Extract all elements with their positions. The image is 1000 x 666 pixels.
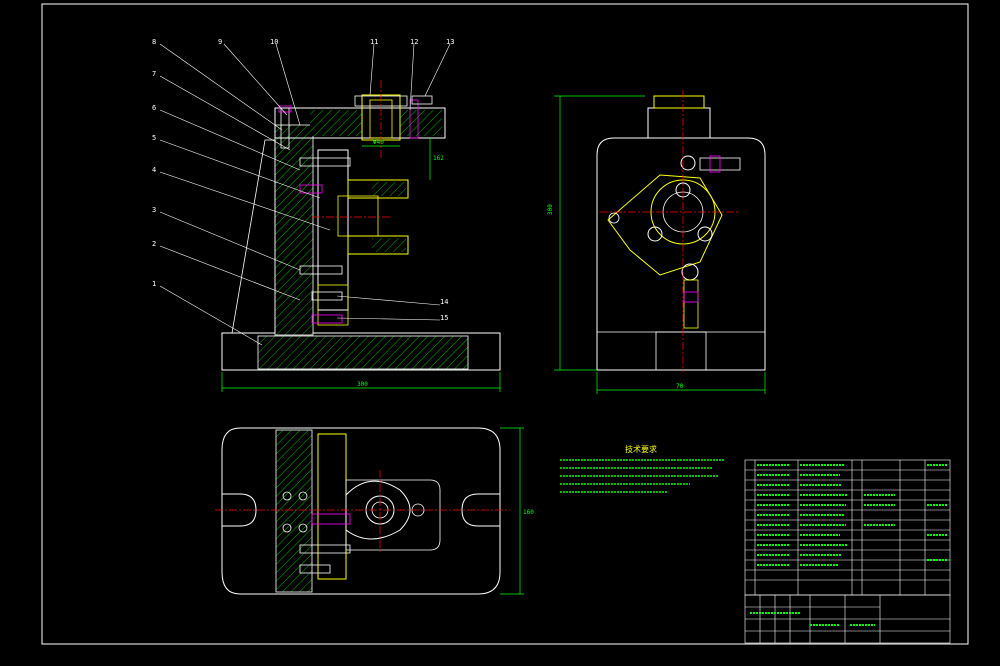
top-slot-left	[222, 493, 257, 527]
screw-13-head	[411, 95, 433, 105]
part-balloons: 8 9 10 11 12 13 7 6 5 4 3 2 1 14 15	[152, 38, 454, 322]
side-lower-nut	[683, 291, 699, 303]
upper-locator-hatch	[372, 182, 406, 196]
top-slot-right	[461, 493, 500, 527]
top-fixture	[345, 480, 411, 540]
workpiece-body	[337, 195, 379, 237]
top-plate	[345, 479, 441, 551]
front-top-hatch-left	[310, 110, 362, 136]
leader-lines	[159, 43, 451, 346]
balloon-11: 11	[370, 38, 378, 46]
balloon-7: 7	[152, 70, 156, 78]
balloon-4: 4	[152, 166, 156, 174]
balloon-13: 13	[446, 38, 454, 46]
front-top-plate	[274, 107, 446, 139]
balloon-6: 6	[152, 104, 156, 112]
side-top-block	[647, 107, 711, 139]
balloon-12: 12	[410, 38, 418, 46]
balloon-14: 14	[440, 298, 448, 306]
bolt-15	[311, 314, 343, 324]
dim-top-height: 160	[523, 509, 534, 516]
tech-notes-title: 技术要求	[625, 444, 657, 454]
balloon-8: 8	[152, 38, 156, 46]
bolt-mid	[299, 184, 323, 194]
balloon-15: 15	[440, 314, 448, 322]
side-view: 300 70	[547, 90, 766, 394]
dim-side-width: 70	[676, 383, 684, 390]
top-base-outline	[221, 427, 501, 595]
side-hole-bottom	[681, 263, 699, 281]
bom-text-marks	[750, 464, 948, 626]
dim-front-width: 300	[357, 381, 368, 388]
front-view: 300 162 Φ40	[221, 80, 501, 392]
top-view: 160	[215, 427, 534, 595]
screw-12	[409, 99, 419, 139]
front-column	[274, 124, 314, 336]
tech-notes: 技术要求	[560, 444, 725, 493]
balloon-5: 5	[152, 134, 156, 142]
side-hole-ear	[608, 212, 620, 224]
balloon-1: 1	[152, 280, 156, 288]
balloon-10: 10	[270, 38, 278, 46]
side-hole-mid	[675, 182, 691, 198]
dim-side-height: 300	[547, 204, 554, 215]
knurled-knob	[653, 95, 705, 109]
bolt-14	[311, 291, 343, 301]
dim-front-height: 162	[433, 155, 444, 162]
balloon-9: 9	[218, 38, 222, 46]
clamp-bar	[317, 284, 349, 326]
pin-8	[280, 107, 290, 149]
bolt-upper	[299, 157, 351, 167]
top-bolt-lower	[299, 544, 351, 554]
front-base-hatch	[257, 335, 469, 370]
front-top-hatch-right	[400, 110, 442, 136]
outer-border	[41, 3, 969, 645]
lower-locator-hatch	[372, 238, 406, 252]
side-fixture-plate	[607, 174, 723, 276]
side-lower-bolt	[683, 279, 699, 329]
front-base-plate	[221, 332, 501, 371]
side-hole-top	[680, 155, 696, 171]
dim-bore: Φ40	[373, 139, 384, 146]
top-bracket	[317, 433, 347, 580]
side-hole-right	[697, 226, 713, 242]
balloon-3: 3	[152, 206, 156, 214]
locating-block	[317, 149, 349, 311]
top-clamp-bolt	[311, 513, 351, 525]
pin-8-head	[278, 105, 292, 113]
side-hole-left	[647, 226, 663, 242]
side-base-slot	[655, 331, 707, 371]
top-bolt-bottom	[299, 564, 331, 574]
side-clamp-nut	[709, 155, 721, 173]
balloon-2: 2	[152, 240, 156, 248]
side-outline	[596, 137, 766, 371]
top-column-hatch	[275, 429, 313, 593]
front-gusset	[231, 139, 276, 334]
title-block	[744, 459, 951, 644]
